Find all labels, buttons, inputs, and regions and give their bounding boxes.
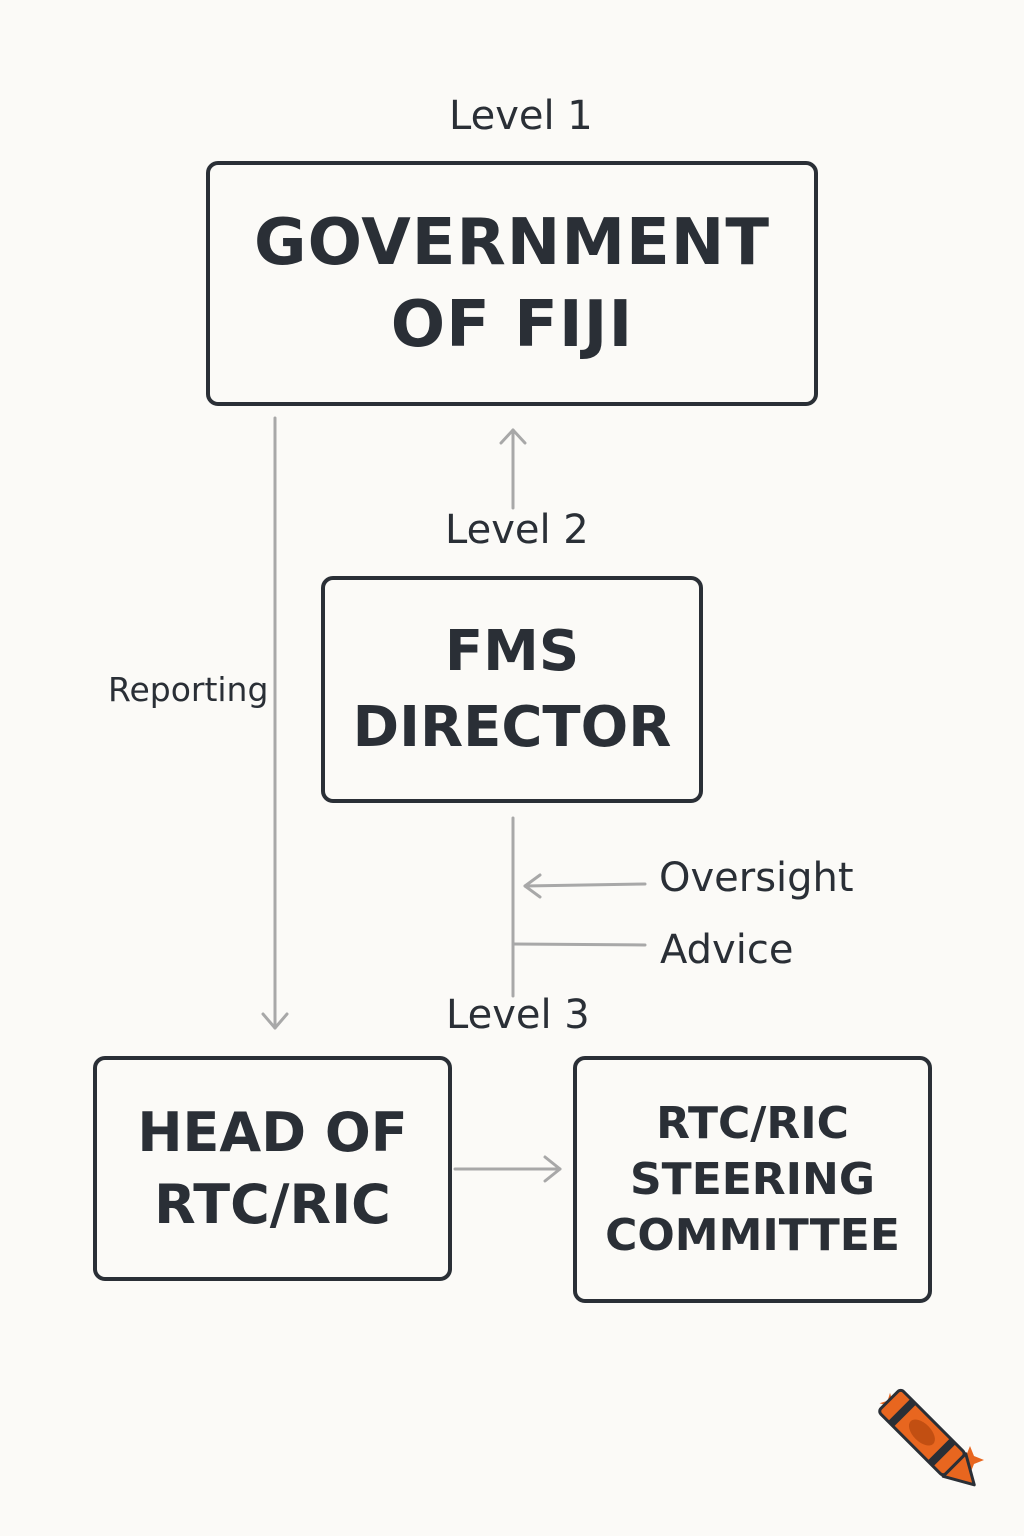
level-3-label: Level 3 (446, 992, 590, 1038)
crayon-sparkle-icon (878, 1388, 984, 1487)
advice-label: Advice (660, 927, 794, 973)
government-of-fiji-text: GOVERNMENT OF FIJI (254, 205, 770, 362)
level2-up-arrow (499, 428, 527, 510)
level-2-label: Level 2 (445, 507, 589, 553)
government-of-fiji-box[interactable]: GOVERNMENT OF FIJI (206, 161, 818, 406)
fms-director-text: FMS DIRECTOR (352, 618, 672, 760)
level-1-label: Level 1 (449, 93, 593, 139)
steering-committee-box[interactable]: RTC/RIC STEERING COMMITTEE (573, 1056, 932, 1303)
steering-committee-text: RTC/RIC STEERING COMMITTEE (605, 1097, 900, 1261)
head-of-rtc-ric-box[interactable]: HEAD OF RTC/RIC (93, 1056, 452, 1281)
advice-line (511, 942, 647, 947)
head-of-rtc-ric-text: HEAD OF RTC/RIC (137, 1100, 408, 1236)
reporting-arrow (261, 416, 289, 1030)
oversight-arrow (523, 873, 647, 899)
reporting-label: Reporting (108, 670, 269, 709)
oversight-label: Oversight (659, 855, 854, 901)
head-to-steering-arrow (453, 1155, 562, 1183)
fms-director-box[interactable]: FMS DIRECTOR (321, 576, 703, 803)
